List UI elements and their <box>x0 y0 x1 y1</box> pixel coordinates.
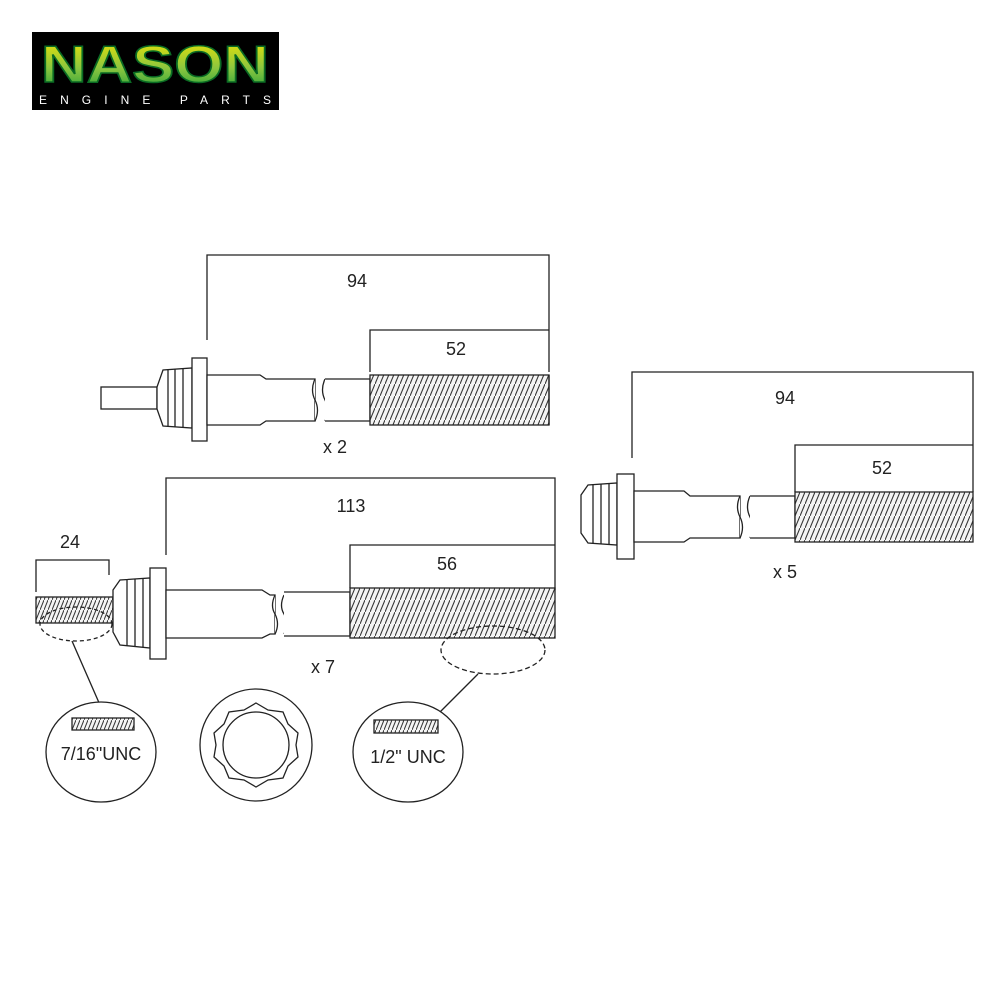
twelve-point-socket-icon <box>199 688 313 802</box>
bolt-c-overall-length: 113 <box>337 496 366 516</box>
bolt-c-quantity: x 7 <box>311 657 335 677</box>
bolt-b-overall-length: 94 <box>775 388 795 408</box>
bolt-c-thread-dimension-line <box>349 544 555 588</box>
bolt-b-quantity: x 5 <box>773 562 797 582</box>
bolt-c-stud-length: 24 <box>60 532 80 552</box>
bolt-a-overall-length: 94 <box>347 271 367 291</box>
bolt-b-thread-length: 52 <box>872 458 892 478</box>
bolt-b <box>580 371 974 560</box>
logo-brand: NASON <box>41 36 269 94</box>
bolt-a <box>100 254 550 442</box>
bolt-c <box>35 477 556 713</box>
callout-large-thread <box>352 701 464 803</box>
nason-logo: NASON ENGINE PARTS <box>32 32 279 110</box>
bolt-b-overall-dimension-line <box>631 371 974 492</box>
bolt-c-overall-dimension-line <box>165 477 556 590</box>
callout-small-thread <box>45 701 157 803</box>
bolt-a-thread-length: 52 <box>446 339 466 359</box>
large-thread-label: 1/2" UNC <box>370 747 445 767</box>
bolt-c-stud-dimension-line <box>35 559 110 592</box>
small-thread-label: 7/16"UNC <box>61 744 141 764</box>
bolt-b-thread-dimension-line <box>794 444 973 492</box>
bolt-a-thread-dimension-line <box>369 329 549 372</box>
bolt-a-overall-dimension-line <box>206 254 550 372</box>
bolt-a-quantity: x 2 <box>323 437 347 457</box>
bolt-c-thread-length: 56 <box>437 554 457 574</box>
